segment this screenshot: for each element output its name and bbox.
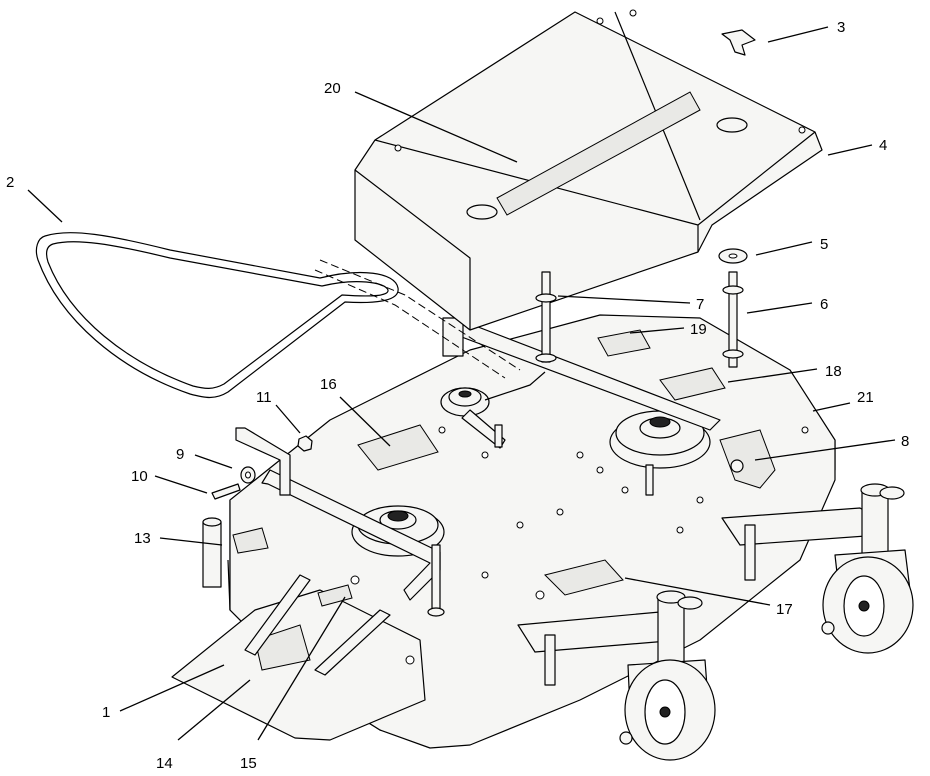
idler-pulley [440, 371, 546, 449]
bolt-10 [211, 483, 241, 500]
stud-7 [535, 271, 557, 363]
callout-15: 15 [240, 755, 257, 772]
callout-13: 13 [134, 530, 151, 547]
nut-11 [297, 435, 313, 452]
decal-17 [544, 559, 624, 596]
callout-9: 9 [176, 446, 184, 463]
right-spindle-pulley [609, 410, 711, 496]
callout-11: 11 [256, 389, 272, 406]
washer-9 [240, 466, 256, 484]
callout-7: 7 [696, 296, 704, 313]
callout-21: 21 [857, 389, 874, 406]
callout-3: 3 [837, 19, 845, 36]
callout-8: 8 [901, 433, 909, 450]
callout-18: 18 [825, 363, 842, 380]
callout-1: 1 [102, 704, 110, 721]
callout-19: 19 [690, 321, 707, 338]
drive-belt [35, 232, 521, 399]
leader-lines [27, 26, 896, 741]
callout-labels: 1 2 3 4 5 6 7 8 9 10 11 13 14 15 16 17 1… [6, 19, 909, 772]
decal-19 [597, 329, 651, 357]
callout-4: 4 [879, 137, 887, 154]
decal-8 [719, 429, 776, 489]
discharge-chute [171, 517, 426, 741]
callout-17: 17 [776, 601, 793, 618]
stud-6 [722, 271, 744, 368]
callout-16: 16 [320, 376, 337, 393]
callout-6: 6 [820, 296, 828, 313]
knob-3 [721, 29, 756, 56]
left-caster-assembly [517, 590, 716, 761]
belt-cover [354, 9, 823, 331]
callout-20: 20 [324, 80, 341, 97]
callout-5: 5 [820, 236, 828, 253]
decal-18 [659, 367, 726, 401]
right-caster-assembly [721, 483, 914, 654]
callout-10: 10 [131, 468, 148, 485]
washer-5 [718, 248, 748, 264]
decal-16 [357, 424, 439, 471]
callout-2: 2 [6, 174, 14, 191]
callout-14: 14 [156, 755, 173, 772]
